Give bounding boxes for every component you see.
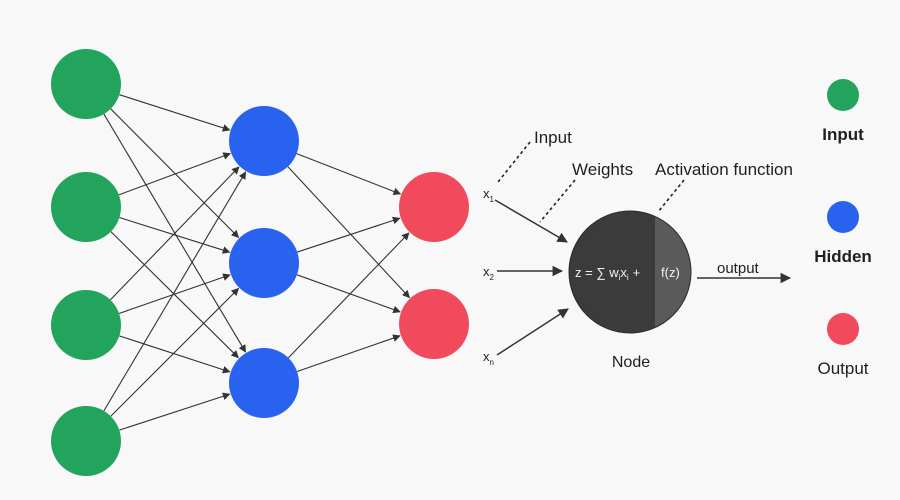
input-neuron-4	[51, 406, 121, 476]
legend-label-output: Output	[817, 359, 868, 378]
edge-l1-2-to-0	[287, 232, 410, 359]
input-neuron-2	[51, 172, 121, 242]
legend-label-hidden: Hidden	[814, 247, 872, 266]
edge-l1-1-to-0	[297, 216, 401, 253]
activation-annotation-leader	[657, 179, 685, 213]
summation-formula: z = ∑ wixi+	[575, 265, 640, 282]
node-label: Node	[612, 354, 650, 371]
legend-swatch-output	[827, 313, 859, 345]
edge-l0-3-to-1	[110, 287, 240, 417]
network-neurons	[51, 49, 469, 476]
edge-l0-0-to-1	[110, 108, 240, 239]
edge-l1-2-to-1	[296, 334, 401, 373]
edge-l1-0-to-1	[287, 166, 411, 299]
input-annotation: Input	[534, 128, 572, 147]
hidden-neuron-2	[229, 228, 299, 298]
neuron-input-x2: x2	[483, 264, 495, 282]
output-neuron-2	[399, 289, 469, 359]
network-edges	[103, 94, 411, 431]
hidden-neuron-3	[229, 348, 299, 418]
weights-annotation-leader	[539, 179, 576, 223]
edge-l1-0-to-0	[296, 153, 402, 196]
input-arrow-1	[494, 199, 568, 243]
legend-swatch-hidden	[827, 201, 859, 233]
neuron-input-xn: xn	[483, 349, 494, 367]
edge-l1-1-to-1	[296, 274, 401, 314]
hidden-neuron-1	[229, 106, 299, 176]
edge-l0-1-to-0	[118, 152, 231, 196]
edge-l0-3-to-2	[119, 392, 231, 431]
edge-l0-1-to-1	[119, 216, 231, 254]
edge-l0-2-to-2	[119, 335, 231, 374]
edge-l0-2-to-0	[109, 166, 240, 301]
input-neuron-3	[51, 290, 121, 360]
legend-swatch-input	[827, 79, 859, 111]
output-neuron-1	[399, 172, 469, 242]
input-neuron-1	[51, 49, 121, 119]
edge-l0-3-to-0	[103, 171, 247, 412]
legend-label-input: Input	[822, 125, 864, 144]
input-annotation-leader	[497, 141, 531, 183]
activation-formula: f(z)	[661, 265, 680, 280]
output-label: output	[717, 260, 760, 277]
neuron-input-x1: x1	[483, 186, 495, 204]
activation-function-annotation: Activation function	[655, 160, 793, 179]
input-arrow-n	[496, 308, 569, 356]
edge-l0-0-to-0	[119, 94, 231, 132]
edge-l0-2-to-1	[118, 273, 231, 315]
weights-annotation: Weights	[572, 160, 633, 179]
